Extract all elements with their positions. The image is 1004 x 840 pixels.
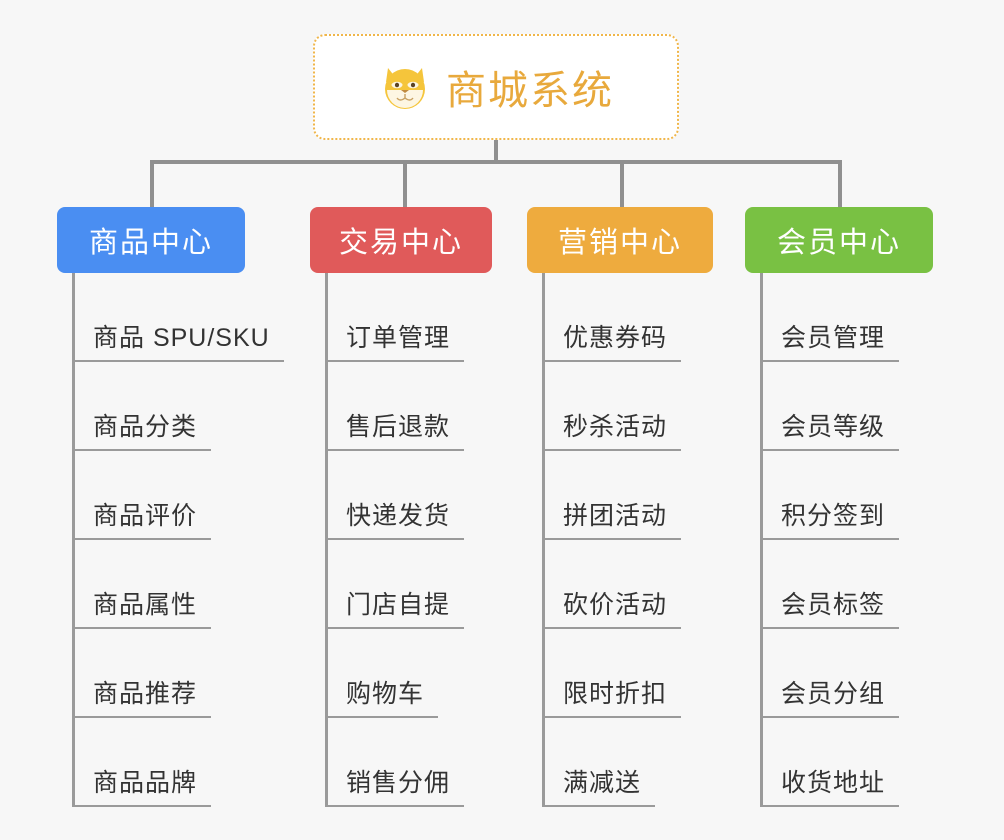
root-node-shop-system[interactable]: 商城系统 [313, 34, 679, 140]
leaf-item[interactable]: 门店自提 [328, 540, 492, 629]
leaf-label: 商品品牌 [75, 763, 212, 807]
column-header-trade-center[interactable]: 交易中心 [310, 207, 492, 273]
root-title: 商城系统 [446, 69, 614, 113]
leaf-item[interactable]: 会员等级 [763, 362, 933, 451]
column-header-label: 商品中心 [88, 227, 213, 259]
leaf-label: 收货地址 [763, 763, 900, 807]
leaf-list-marketing-center: 优惠券码 秒杀活动 拼团活动 砍价活动 限时折扣 满减送 [542, 273, 713, 807]
leaf-label: 商品 SPU/SKU [75, 318, 284, 362]
leaf-label: 砍价活动 [545, 585, 682, 629]
connector-drop-2 [403, 160, 407, 208]
connector-root-stem [494, 140, 498, 164]
column-trade-center: 交易中心 订单管理 售后退款 快递发货 门店自提 购物车 销售分佣 [310, 207, 492, 807]
leaf-item[interactable]: 商品评价 [75, 451, 245, 540]
column-header-product-center[interactable]: 商品中心 [57, 207, 245, 273]
leaf-item[interactable]: 会员管理 [763, 273, 933, 362]
leaf-item[interactable]: 商品 SPU/SKU [75, 273, 284, 362]
connector-drop-4 [838, 160, 842, 208]
leaf-label: 门店自提 [328, 585, 465, 629]
leaf-item[interactable]: 销售分佣 [328, 718, 492, 807]
leaf-label: 购物车 [328, 674, 439, 718]
leaf-item[interactable]: 快递发货 [328, 451, 492, 540]
leaf-label: 秒杀活动 [545, 407, 682, 451]
leaf-item[interactable]: 会员分组 [763, 629, 933, 718]
leaf-list-member-center: 会员管理 会员等级 积分签到 会员标签 会员分组 收货地址 [760, 273, 933, 807]
leaf-item[interactable]: 购物车 [328, 629, 492, 718]
leaf-label: 会员标签 [763, 585, 900, 629]
leaf-label: 优惠券码 [545, 318, 682, 362]
leaf-label: 商品分类 [75, 407, 212, 451]
leaf-list-trade-center: 订单管理 售后退款 快递发货 门店自提 购物车 销售分佣 [325, 273, 492, 807]
leaf-item[interactable]: 拼团活动 [545, 451, 713, 540]
leaf-item[interactable]: 售后退款 [328, 362, 492, 451]
leaf-label: 商品属性 [75, 585, 212, 629]
connector-horizontal-bus [150, 160, 840, 164]
leaf-label: 积分签到 [763, 496, 900, 540]
leaf-item[interactable]: 收货地址 [763, 718, 933, 807]
leaf-item[interactable]: 秒杀活动 [545, 362, 713, 451]
leaf-item[interactable]: 会员标签 [763, 540, 933, 629]
column-header-label: 会员中心 [776, 227, 901, 259]
leaf-item[interactable]: 优惠券码 [545, 273, 713, 362]
leaf-item[interactable]: 限时折扣 [545, 629, 713, 718]
column-marketing-center: 营销中心 优惠券码 秒杀活动 拼团活动 砍价活动 限时折扣 满减送 [527, 207, 713, 807]
leaf-label: 拼团活动 [545, 496, 682, 540]
column-member-center: 会员中心 会员管理 会员等级 积分签到 会员标签 会员分组 收货地址 [745, 207, 933, 807]
leaf-label: 快递发货 [328, 496, 465, 540]
leaf-label: 会员分组 [763, 674, 900, 718]
connector-drop-1 [150, 160, 154, 208]
leaf-label: 会员管理 [763, 318, 900, 362]
column-header-member-center[interactable]: 会员中心 [745, 207, 933, 273]
leaf-label: 销售分佣 [328, 763, 465, 807]
column-product-center: 商品中心 商品 SPU/SKU 商品分类 商品评价 商品属性 商品推荐 商品品牌 [57, 207, 284, 807]
column-header-marketing-center[interactable]: 营销中心 [527, 207, 713, 273]
shiba-dog-face-icon [378, 60, 432, 114]
leaf-item[interactable]: 商品推荐 [75, 629, 245, 718]
leaf-label: 商品推荐 [75, 674, 212, 718]
leaf-list-product-center: 商品 SPU/SKU 商品分类 商品评价 商品属性 商品推荐 商品品牌 [72, 273, 284, 807]
leaf-label: 商品评价 [75, 496, 212, 540]
leaf-label: 满减送 [545, 763, 656, 807]
connector-drop-3 [620, 160, 624, 208]
leaf-label: 订单管理 [328, 318, 465, 362]
leaf-item[interactable]: 商品属性 [75, 540, 245, 629]
leaf-label: 会员等级 [763, 407, 900, 451]
leaf-item[interactable]: 订单管理 [328, 273, 492, 362]
leaf-item[interactable]: 商品分类 [75, 362, 245, 451]
column-header-label: 交易中心 [338, 227, 463, 259]
leaf-label: 售后退款 [328, 407, 465, 451]
leaf-item[interactable]: 商品品牌 [75, 718, 245, 807]
column-header-label: 营销中心 [557, 227, 682, 259]
leaf-item[interactable]: 积分签到 [763, 451, 933, 540]
leaf-item[interactable]: 满减送 [545, 718, 713, 807]
leaf-item[interactable]: 砍价活动 [545, 540, 713, 629]
leaf-label: 限时折扣 [545, 674, 682, 718]
